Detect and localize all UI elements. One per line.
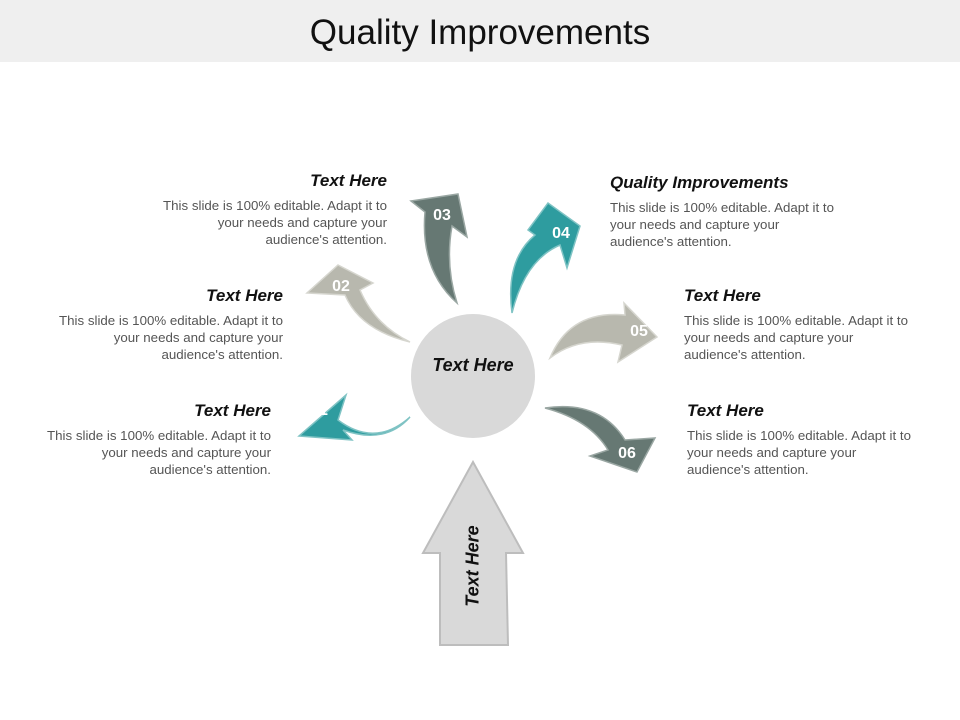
arrow-01 (297, 392, 411, 441)
step-02-block: Text Here This slide is 100% editable. A… (58, 286, 283, 363)
title-bar (0, 0, 960, 62)
step-03-body: This slide is 100% editable. Adapt it to… (163, 198, 387, 247)
center-label: Text Here (432, 355, 514, 375)
slide-title: Quality Improvements (309, 13, 651, 52)
step-03-block: Text Here This slide is 100% editable. A… (162, 171, 387, 248)
step-02-body: This slide is 100% editable. Adapt it to… (59, 313, 283, 362)
arrow-06 (544, 405, 657, 473)
step-05-heading: Text Here (684, 286, 761, 305)
step-number-05: 05 (630, 323, 648, 340)
bottom-arrow-label: Text Here (462, 525, 483, 607)
step-03-heading: Text Here (310, 171, 387, 190)
step-number-04: 04 (552, 225, 570, 242)
step-04-block: Quality Improvements This slide is 100% … (610, 173, 835, 250)
step-number-06: 06 (618, 445, 636, 462)
step-number-03: 03 (433, 207, 451, 224)
step-number-01: 01 (310, 402, 328, 419)
step-01-heading: Text Here (194, 401, 271, 420)
step-04-heading: Quality Improvements (610, 173, 789, 192)
big-up-arrow (421, 459, 525, 646)
arrow-05 (548, 300, 659, 364)
step-02-heading: Text Here (206, 286, 283, 305)
step-04-body: This slide is 100% editable. Adapt it to… (610, 200, 834, 249)
step-06-body: This slide is 100% editable. Adapt it to… (687, 428, 911, 477)
step-05-body: This slide is 100% editable. Adapt it to… (684, 313, 908, 362)
arrow-03 (409, 193, 469, 306)
arrow-02 (305, 264, 411, 343)
step-06-heading: Text Here (687, 401, 764, 420)
step-06-block: Text Here This slide is 100% editable. A… (687, 401, 912, 478)
center-circle (411, 314, 535, 438)
step-01-block: Text Here This slide is 100% editable. A… (46, 401, 271, 478)
step-number-02: 02 (332, 278, 350, 295)
arrow-04 (509, 201, 581, 314)
step-05-block: Text Here This slide is 100% editable. A… (684, 286, 909, 363)
step-01-body: This slide is 100% editable. Adapt it to… (47, 428, 271, 477)
